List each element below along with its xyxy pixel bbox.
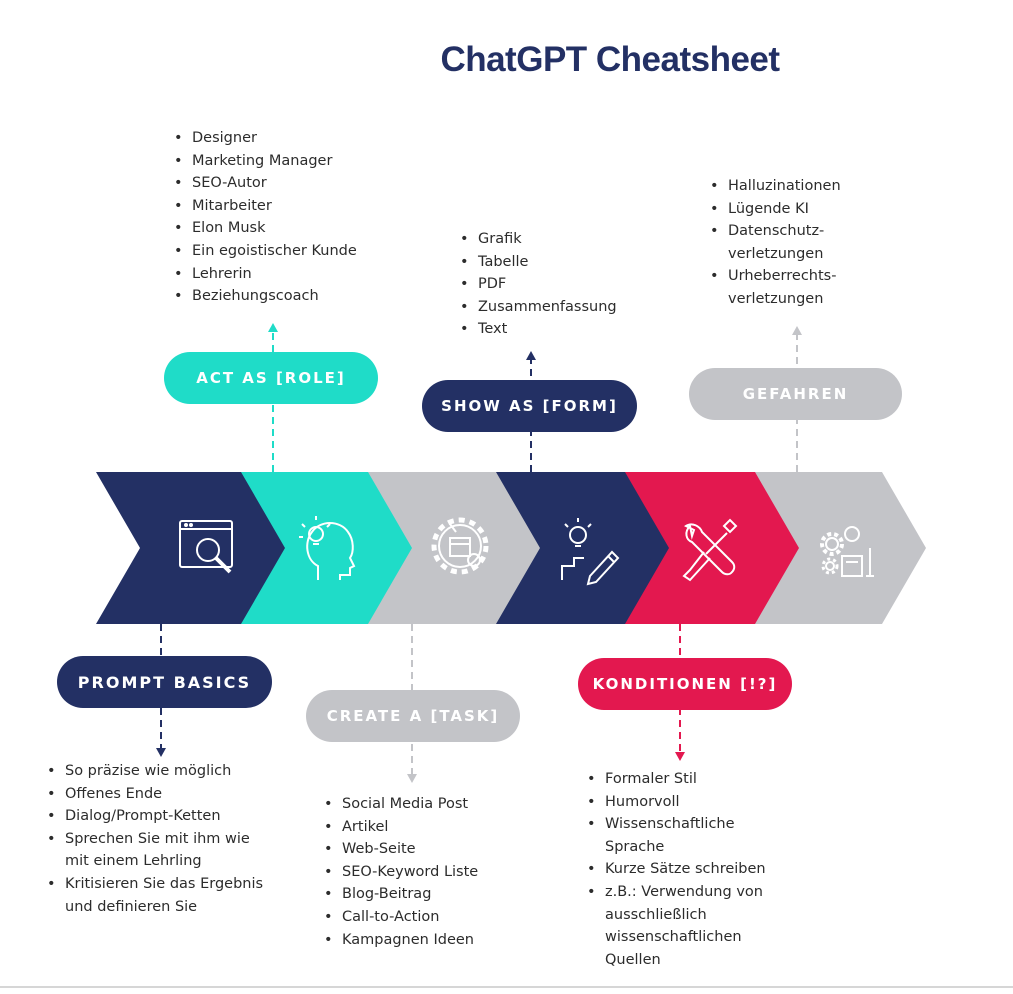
list-item: Elon Musk xyxy=(172,217,432,240)
list-item: Zusammenfassung xyxy=(458,296,678,319)
list-item: PDF xyxy=(458,273,678,296)
list-item: Kampagnen Ideen xyxy=(322,929,542,952)
lightbulb-head-icon xyxy=(299,516,356,580)
list-item: Mitarbeiter xyxy=(172,195,432,218)
list-item: SEO-Autor xyxy=(172,172,432,195)
arrowhead-up-teal xyxy=(268,323,278,332)
list-item: z.B.: Verwendung vonausschließlichwissen… xyxy=(585,881,815,971)
list-item: Blog-Beitrag xyxy=(322,883,542,906)
list-item: So präzise wie möglich xyxy=(45,760,310,783)
list-item: Halluzinationen xyxy=(708,175,908,198)
list-item: Beziehungscoach xyxy=(172,285,432,308)
gears-bulb-icon xyxy=(820,526,874,577)
chevron-segment-3 xyxy=(343,472,540,624)
list-item: Urheberrechts-verletzungen xyxy=(708,265,908,310)
arrowhead-up-gray xyxy=(792,326,802,335)
list-item: Tabelle xyxy=(458,251,678,274)
list-item: SEO-Keyword Liste xyxy=(322,861,542,884)
show-as-form-label: SHOW AS [FORM] xyxy=(422,380,637,432)
chevron-segment-1 xyxy=(96,472,285,624)
list-item: Call-to-Action xyxy=(322,906,542,929)
task-list: Social Media PostArtikelWeb-SeiteSEO-Key… xyxy=(322,793,542,951)
list-item: Grafik xyxy=(458,228,678,251)
arrowhead-down-gray xyxy=(407,774,417,783)
list-item: Marketing Manager xyxy=(172,150,432,173)
list-item: Text xyxy=(458,318,678,341)
act-as-role-label: ACT AS [ROLE] xyxy=(164,352,378,404)
konditionen-list: Formaler StilHumorvollWissenschaftlicheS… xyxy=(585,768,815,971)
create-a-task-label: CREATE A [TASK] xyxy=(306,690,520,742)
list-item: Offenes Ende xyxy=(45,783,310,806)
gefahren-label: GEFAHREN xyxy=(689,368,902,420)
chevron-segment-4 xyxy=(470,472,669,624)
arrowhead-down-pink xyxy=(675,752,685,761)
prompt-basics-list: So präzise wie möglichOffenes EndeDialog… xyxy=(45,760,310,918)
chevron-segment-2 xyxy=(214,472,412,624)
list-item: Lehrerin xyxy=(172,263,432,286)
list-item: Web-Seite xyxy=(322,838,542,861)
arrowhead-down-navy xyxy=(156,748,166,757)
list-item: Datenschutz-verletzungen xyxy=(708,220,908,265)
konditionen-label: KONDITIONEN [!?] xyxy=(578,658,792,710)
magnifier-window-icon xyxy=(179,520,233,574)
list-item: Lügende KI xyxy=(708,198,908,221)
gear-box-icon xyxy=(431,517,489,575)
prompt-basics-label: PROMPT BASICS xyxy=(57,656,272,708)
gefahren-list: HalluzinationenLügende KIDatenschutz-ver… xyxy=(708,175,908,311)
lightbulb-pencil-icon xyxy=(561,518,620,586)
page-title: ChatGPT Cheatsheet xyxy=(440,40,780,79)
list-item: Ein egoistischer Kunde xyxy=(172,240,432,263)
list-item: Kurze Sätze schreiben xyxy=(585,858,815,881)
list-item: Formaler Stil xyxy=(585,768,815,791)
form-list: GrafikTabellePDFZusammenfassungText xyxy=(458,228,678,341)
connector-arrowheads xyxy=(156,323,802,783)
bottom-divider xyxy=(0,986,1013,988)
list-item: Social Media Post xyxy=(322,793,542,816)
role-list: DesignerMarketing ManagerSEO-AutorMitarb… xyxy=(172,127,432,308)
wrench-screwdriver-icon xyxy=(682,518,738,582)
list-item: Designer xyxy=(172,127,432,150)
arrowhead-up-navy xyxy=(526,351,536,360)
list-item: Dialog/Prompt-Ketten xyxy=(45,805,310,828)
list-item: Artikel xyxy=(322,816,542,839)
list-item: Humorvoll xyxy=(585,791,815,814)
